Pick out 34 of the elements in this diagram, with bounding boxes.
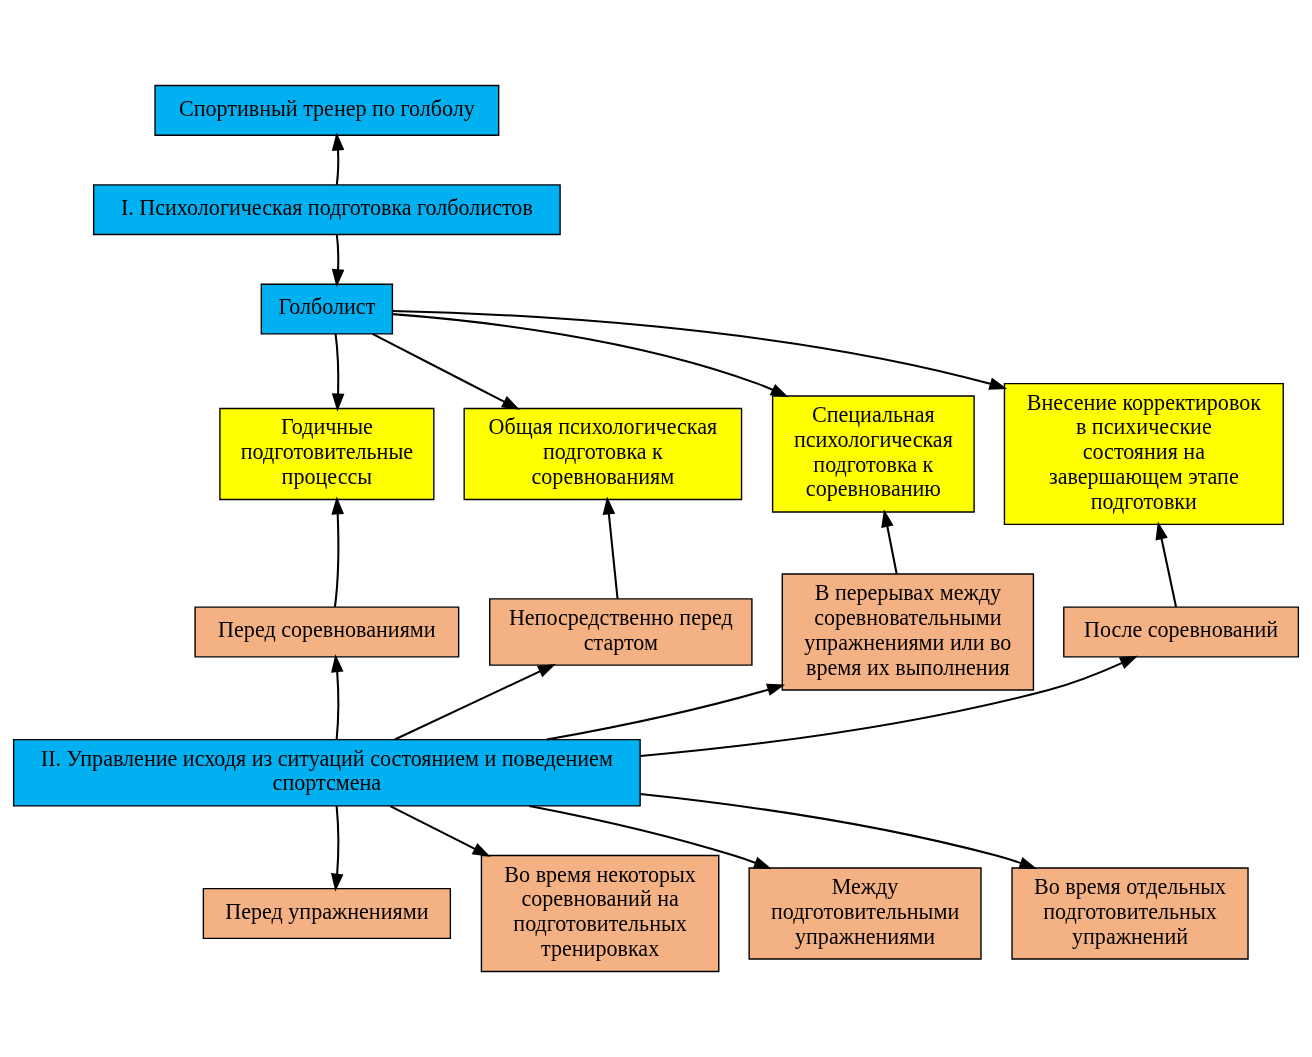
arrow <box>330 806 344 892</box>
node-box: Во время некоторых соревнований на подготовительных тренировках <box>480 854 720 973</box>
node-box: Специальная психологическая подготовка к соревнованию <box>771 395 975 513</box>
node-box: Годичные подготовительные процессы <box>219 407 435 501</box>
arrow <box>881 509 898 575</box>
node-box: После соревнований <box>1063 606 1300 658</box>
node-box: Непосредственно перед стартом <box>489 598 753 666</box>
arrow <box>640 793 1038 869</box>
arrow <box>394 663 556 741</box>
arrow <box>640 655 1138 757</box>
node-box: Внесение корректировок в психические состояния на завершающем этапе подготовки <box>1003 382 1284 526</box>
arrow <box>392 313 789 398</box>
node-box: Во время отдельных подготовительных упражнений <box>1011 867 1249 960</box>
arrow <box>546 683 786 741</box>
arrow <box>1155 521 1178 607</box>
arrow <box>602 496 619 599</box>
node-box: Перед упражнениями <box>202 888 452 940</box>
arrow <box>331 234 345 288</box>
node-box: Перед соревнованиями <box>194 606 460 658</box>
arrow <box>331 333 345 412</box>
node-box: В перерывах между соревновательными упражнениями или во время их выполнения <box>781 573 1035 691</box>
node-box: II. Управление исходя из ситуаций состоянием и поведением спортсмена <box>12 738 641 807</box>
arrow <box>392 310 1008 390</box>
arrow <box>371 333 520 410</box>
arrow <box>331 496 344 608</box>
node-box: Между подготовительными упражнениями <box>748 867 982 960</box>
node-box: I. Психологическая подготовка голболистов <box>92 184 561 236</box>
arrow <box>331 654 344 740</box>
node-box: Общая психологическая подготовка к соревнованиям <box>463 407 743 501</box>
node-box: Спортивный тренер по голболу <box>154 84 500 136</box>
arrow <box>529 804 772 870</box>
arrow <box>331 132 345 185</box>
node-box: Голболист <box>260 283 394 335</box>
arrow <box>389 805 491 857</box>
